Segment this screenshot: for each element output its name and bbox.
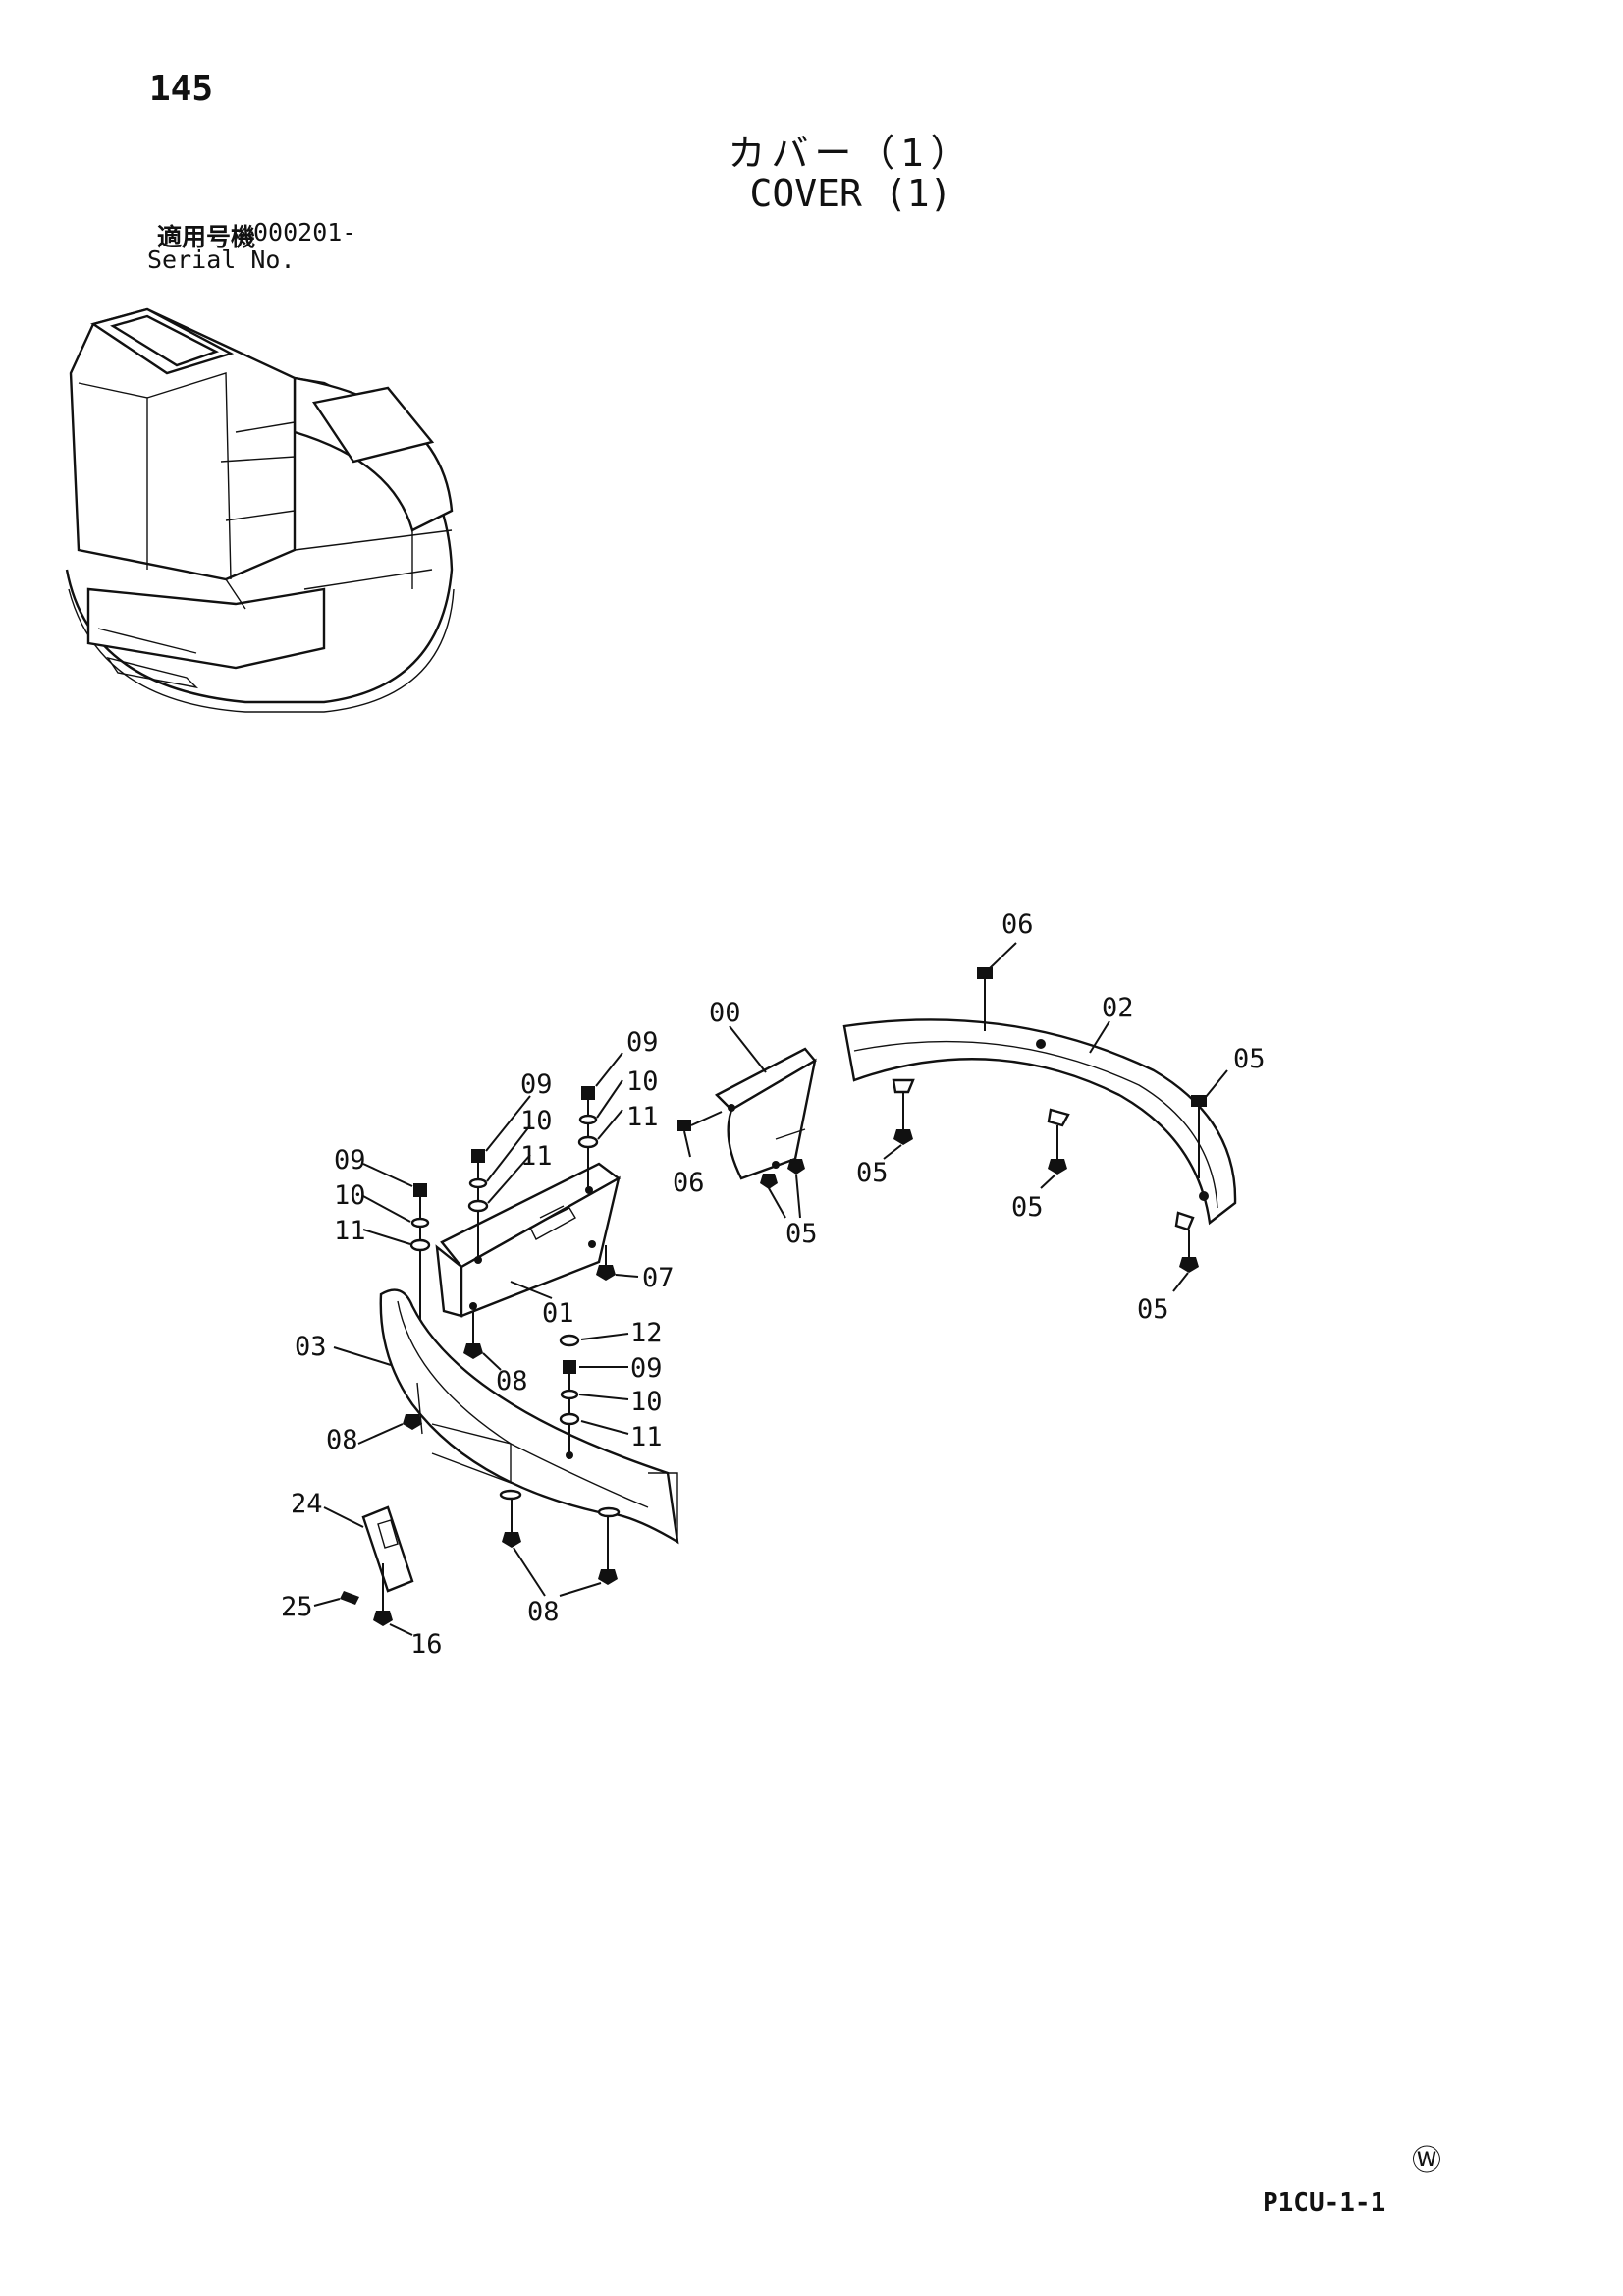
machine-overview-illustration (65, 307, 455, 713)
callout-label: 08 (326, 1425, 358, 1455)
callout-label: 09 (334, 1145, 366, 1175)
cover-02 (842, 1018, 1237, 1231)
drawing-code: P1CU-1-1 (1263, 2188, 1386, 2217)
callout-label: 06 (673, 1168, 705, 1198)
plate-24 (361, 1505, 414, 1593)
callout-label: 05 (1233, 1044, 1266, 1074)
callout-label: 10 (334, 1180, 366, 1211)
leader-lines (313, 942, 1228, 1636)
callout-label: 03 (295, 1332, 327, 1362)
callout-label: 02 (1102, 993, 1134, 1023)
callout-label: 09 (520, 1069, 553, 1100)
callout-label: 08 (527, 1597, 560, 1627)
callout-label: 05 (856, 1158, 889, 1188)
callout-label: 12 (630, 1318, 663, 1348)
callout-label: 10 (626, 1066, 659, 1097)
serial-label-english: Serial No. (147, 246, 296, 274)
callout-label: 08 (496, 1366, 528, 1396)
serial-number-value: 000201- (253, 218, 357, 246)
callout-label: 10 (520, 1106, 553, 1136)
callout-label: 01 (542, 1298, 574, 1329)
callout-label: 05 (1137, 1294, 1169, 1325)
callout-label: 09 (630, 1353, 663, 1384)
callout-label: 10 (630, 1387, 663, 1417)
callout-label: 25 (281, 1592, 313, 1622)
callout-label: 11 (520, 1141, 553, 1172)
callout-label: 24 (291, 1489, 323, 1519)
title-japanese: カバー（1） (728, 132, 974, 175)
callout-label: 11 (334, 1216, 366, 1246)
callout-label: 11 (626, 1102, 659, 1132)
callout-label: 07 (642, 1263, 675, 1293)
callout-label: 06 (1001, 909, 1034, 940)
callout-label: 11 (630, 1422, 663, 1452)
serial-label-japanese: 適用号機 (157, 223, 256, 251)
callout-label: 05 (1011, 1192, 1044, 1223)
callout-label: 05 (785, 1219, 818, 1249)
bracket-00 (714, 1047, 817, 1180)
callout-label: 00 (709, 998, 741, 1028)
title-english: COVER (1) (749, 172, 952, 215)
page-number: 145 (149, 69, 214, 109)
callout-label: 16 (410, 1629, 443, 1660)
callout-labels: 06 00 02 05 09 10 11 09 10 11 06 05 05 0… (281, 909, 1266, 1660)
fasteners (340, 967, 1207, 1626)
cover-03 (379, 1288, 679, 1545)
callout-label: 09 (626, 1027, 659, 1058)
watermark-symbol: Ⓦ (1412, 2144, 1441, 2178)
cover-01 (435, 1162, 622, 1318)
